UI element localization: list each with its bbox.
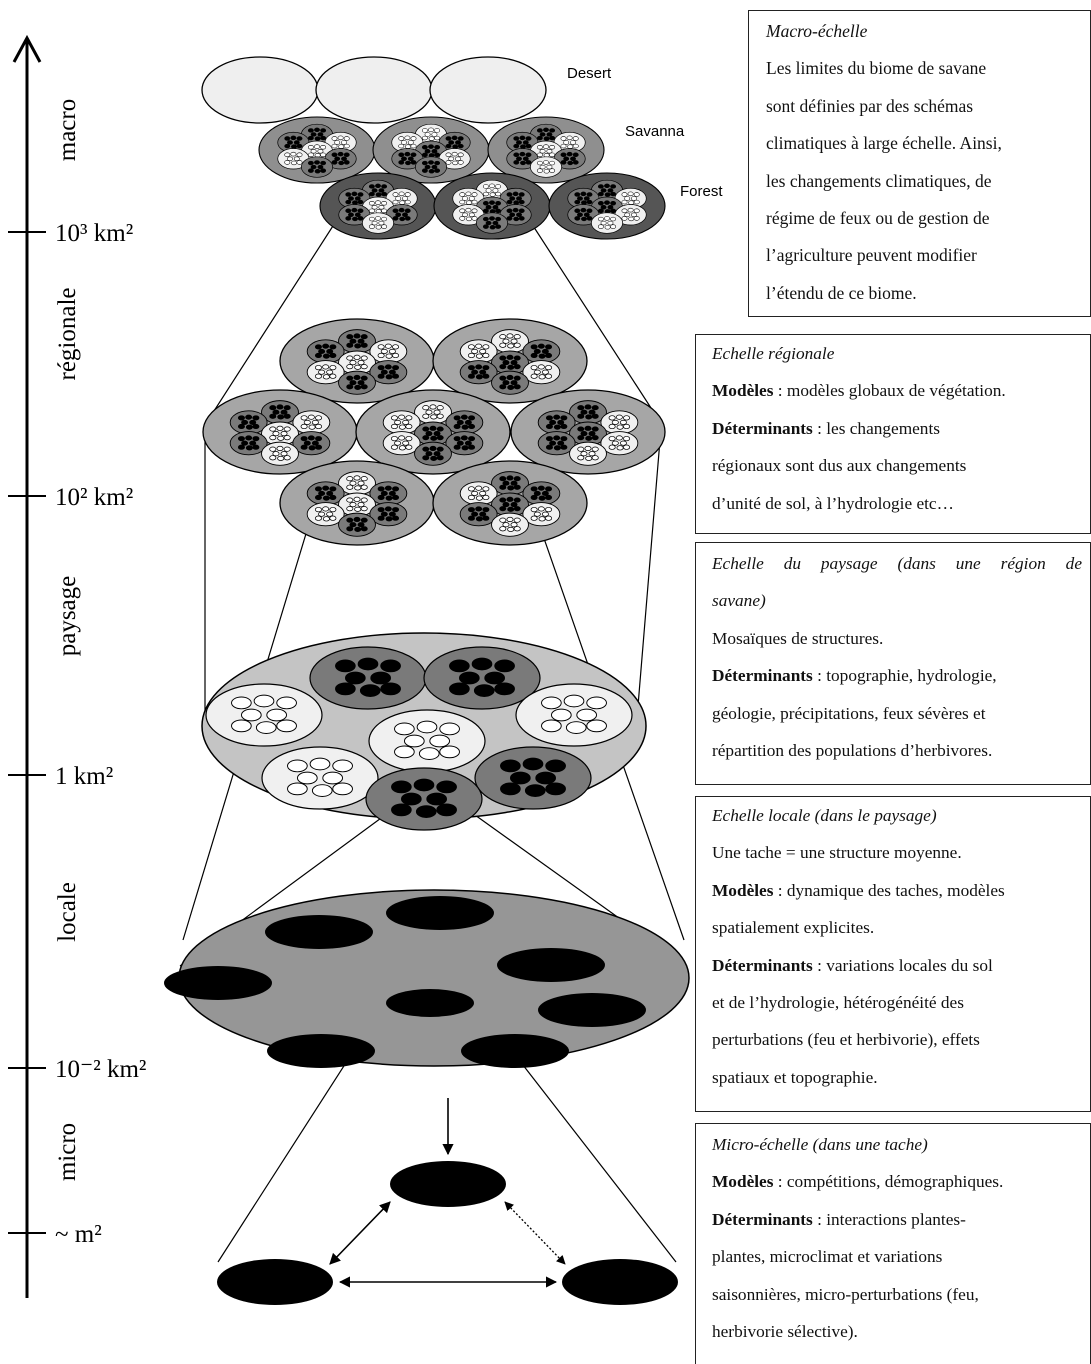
scale-label-landscape: paysage: [54, 576, 81, 657]
box-macro-scale: Macro-échelle Les limites du biome de sa…: [748, 10, 1091, 317]
box-micro-line: plantes, microclimat et variations: [712, 1247, 943, 1267]
box-regional-scale: Echelle régionale Modèles : modèles glob…: [695, 334, 1091, 534]
box-landscape-line: répartition des populations d’herbivores…: [712, 741, 993, 761]
box-micro-models-term: Modèles: [712, 1172, 774, 1192]
box-local-scale: Echelle locale (dans le paysage) Une tac…: [695, 796, 1091, 1112]
box-landscape-scale: Echelle du paysage (dans une région de s…: [695, 542, 1091, 785]
tick-label-1: 1 km²: [55, 763, 113, 790]
box-landscape-determinants-text: : topographie, hydrologie,: [812, 666, 997, 686]
box-landscape-determinants-term: Déterminants: [712, 666, 813, 686]
box-macro-line: l’étendu de ce biome.: [766, 282, 917, 303]
box-macro-line: les changements climatiques, de: [766, 170, 992, 191]
box-local-line: Une tache = une structure moyenne.: [712, 843, 962, 863]
scale-label-local: locale: [54, 882, 81, 942]
box-landscape-title-cont: savane): [712, 591, 766, 611]
box-local-models-text: : dynamique des taches, modèles: [773, 880, 1005, 900]
landscape-mosaic: [201, 632, 647, 831]
tick-label-1000: 10³ km²: [55, 220, 133, 247]
scale-label-macro: macro: [54, 99, 81, 161]
box-regional-models-text: : modèles globaux de végétation.: [773, 381, 1006, 401]
local-patch: [164, 889, 690, 1068]
tick-label-m2: ~ m²: [55, 1221, 102, 1248]
box-regional-models-term: Modèles: [712, 381, 774, 401]
box-micro-determinants-text: : interactions plantes-: [812, 1209, 966, 1229]
box-regional-title: Echelle régionale: [712, 344, 835, 363]
box-regional-determinants-term: Déterminants: [712, 418, 813, 438]
box-micro-scale: Micro-échelle (dans une tache) Modèles :…: [695, 1123, 1091, 1364]
box-local-line: et de l’hydrologie, hétérogénéité des: [712, 993, 964, 1013]
tick-label-100: 10² km²: [55, 484, 133, 511]
box-micro-models-text: : compétitions, démographiques.: [773, 1172, 1004, 1192]
box-regional-determinants-text: : les changements: [812, 418, 940, 438]
label-savanna: Savanna: [625, 123, 685, 140]
box-micro-line: saisonnières, micro-perturbations (feu,: [712, 1284, 979, 1304]
box-local-line: spatialement explicites.: [712, 918, 875, 938]
macro-biomes: Desert Savanna Forest: [201, 56, 723, 240]
box-macro-line: sont définies par des schémas: [766, 95, 974, 116]
box-macro-line: régime de feux ou de gestion de: [766, 208, 990, 229]
box-micro-determinants-term: Déterminants: [712, 1209, 813, 1229]
regional-mosaic: [202, 318, 666, 546]
micro-interactions: [217, 1098, 678, 1305]
box-local-determinants-text: : variations locales du sol: [812, 955, 993, 975]
label-forest: Forest: [680, 183, 723, 200]
box-macro-line: climatiques à large échelle. Ainsi,: [766, 133, 1002, 154]
box-local-models-term: Modèles: [712, 880, 774, 900]
tick-label-001: 10⁻² km²: [55, 1056, 146, 1083]
box-landscape-title: Echelle du paysage (dans une région de: [712, 554, 1082, 573]
scale-label-micro: micro: [54, 1123, 81, 1181]
box-local-line: perturbations (feu et herbivorie), effet…: [712, 1030, 980, 1050]
box-landscape-line: géologie, précipitations, feux sévères e…: [712, 703, 986, 723]
scale-axis: 10³ km² 10² km² 1 km² 10⁻² km² ~ m² macr…: [8, 34, 146, 1298]
scale-label-regional: régionale: [54, 287, 81, 380]
box-regional-line: d’unité de sol, à l’hydrologie etc…: [712, 493, 954, 513]
box-micro-title: Micro-échelle (dans une tache): [712, 1135, 928, 1154]
label-desert: Desert: [567, 65, 612, 82]
box-local-determinants-term: Déterminants: [712, 955, 813, 975]
box-macro-line: Les limites du biome de savane: [766, 58, 987, 79]
box-local-title: Echelle locale (dans le paysage): [712, 806, 937, 825]
box-macro-title: Macro-échelle: [766, 21, 868, 41]
box-micro-line: herbivorie sélective).: [712, 1322, 858, 1342]
box-regional-line: régionaux sont dus aux changements: [712, 456, 967, 476]
box-macro-line: l’agriculture peuvent modifier: [766, 245, 977, 266]
box-landscape-line: Mosaïques de structures.: [712, 628, 884, 648]
box-local-line: spatiaux et topographie.: [712, 1067, 878, 1087]
